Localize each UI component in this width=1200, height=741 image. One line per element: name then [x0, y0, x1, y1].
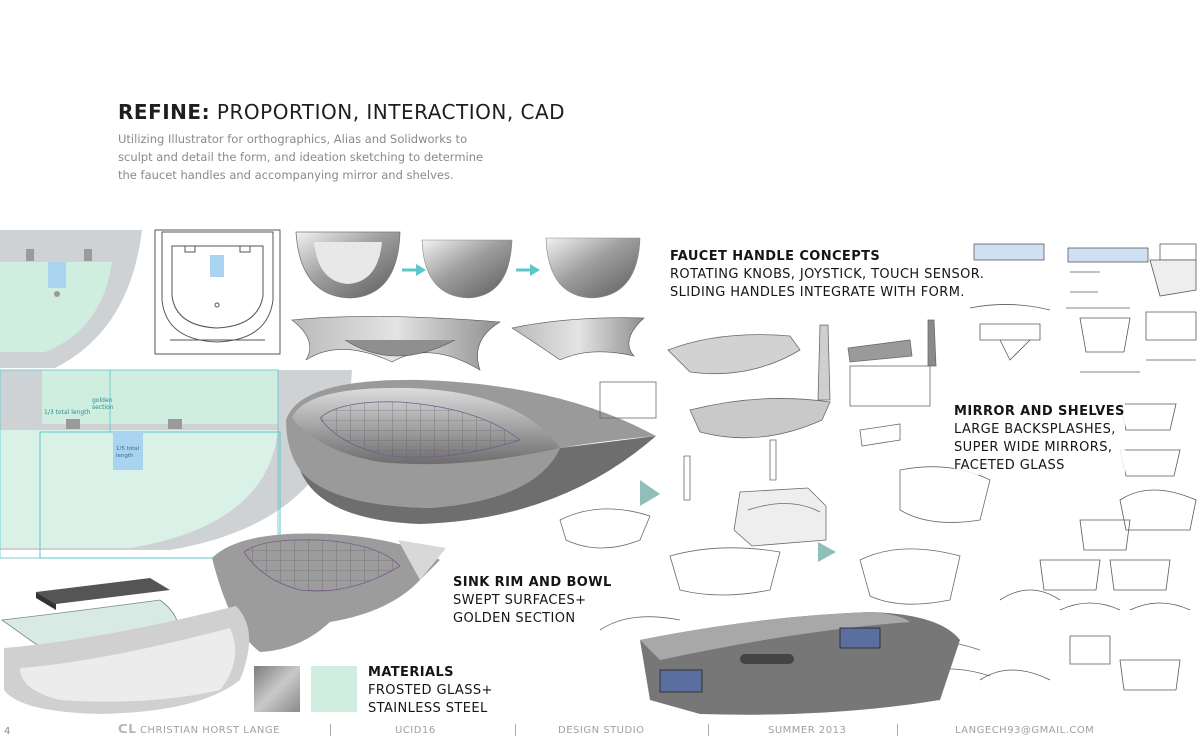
footer-studio: DESIGN STUDIO	[558, 725, 645, 736]
stainless-steel-swatch	[254, 666, 300, 712]
faucet-sketches	[559, 319, 991, 681]
footer: 4 ᑕL CHRISTIAN HORST LANGE UCID16 DESIGN…	[0, 718, 1200, 741]
faucet-handle-concepts-label: FAUCET HANDLE CONCEPTS ROTATING KNOBS, J…	[670, 249, 985, 300]
rim-wireframes	[291, 316, 645, 371]
footer-divider	[708, 724, 709, 736]
footer-divider	[897, 724, 898, 736]
footer-divider	[330, 724, 331, 736]
frosted-glass-swatch	[311, 666, 357, 712]
materials-label: MATERIALS FROSTED GLASS+ STAINLESS STEEL	[368, 665, 493, 716]
sink-main-render	[286, 379, 656, 524]
monogram-icon: ᑕL	[118, 722, 137, 736]
third-length-note: 1/3 total length	[44, 409, 91, 416]
mirror-shelf-sketches	[969, 243, 1197, 691]
footer-name: CHRISTIAN HORST LANGE	[140, 725, 280, 736]
page-title: REFINE: PROPORTION, INTERACTION, CAD	[118, 100, 566, 124]
svg-text:section: section	[92, 404, 114, 411]
page-number: 4	[4, 726, 11, 737]
sink-secondary-render	[212, 533, 446, 652]
mirror-shelves-label: MIRROR AND SHELVES LARGE BACKSPLASHES, S…	[954, 403, 1125, 475]
fifth-length-note: 1/5 total	[116, 446, 140, 452]
golden-section-note: golden	[92, 397, 113, 404]
sink-rim-bowl-label: SINK RIM AND BOWL SWEPT SURFACES+ GOLDEN…	[453, 575, 612, 626]
rim-closeup-render	[640, 612, 960, 715]
svg-text:length: length	[116, 453, 134, 459]
exploded-materials-render	[0, 578, 250, 714]
footer-course: UCID16	[395, 725, 436, 736]
page-subtitle: Utilizing Illustrator for orthographics,…	[118, 132, 484, 182]
ortho-top-color	[0, 230, 145, 370]
footer-term: SUMMER 2013	[768, 725, 847, 736]
bowl-render-sequence	[295, 231, 641, 299]
footer-divider	[515, 724, 516, 736]
footer-email: LANGECH93@GMAIL.COM	[955, 725, 1095, 736]
ortho-top-outline	[154, 229, 281, 355]
ortho-golden-section	[0, 369, 352, 559]
